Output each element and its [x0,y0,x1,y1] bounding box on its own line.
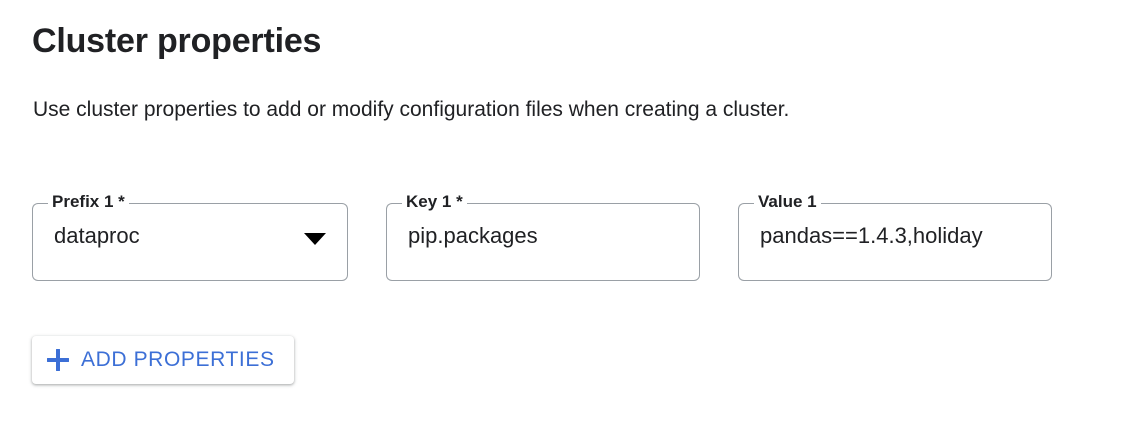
prefix-field-label: Prefix 1 * [48,191,129,213]
plus-icon [47,349,69,371]
prefix-select-field[interactable]: Prefix 1 * dataproc [32,191,348,281]
chevron-down-icon[interactable] [304,233,326,245]
page-description: Use cluster properties to add or modify … [33,98,790,121]
page-title: Cluster properties [32,22,322,60]
add-properties-button[interactable]: ADD PROPERTIES [32,336,294,384]
value-field-label: Value 1 [754,191,821,213]
add-properties-button-label: ADD PROPERTIES [81,348,275,371]
prefix-field-value[interactable]: dataproc [54,223,140,248]
key-input-field[interactable]: Key 1 * pip.packages [386,191,700,281]
value-field-value[interactable]: pandas==1.4.3,holiday [760,223,983,248]
key-field-value[interactable]: pip.packages [408,223,538,248]
key-field-label: Key 1 * [402,191,467,213]
value-input-field[interactable]: Value 1 pandas==1.4.3,holiday [738,191,1052,281]
